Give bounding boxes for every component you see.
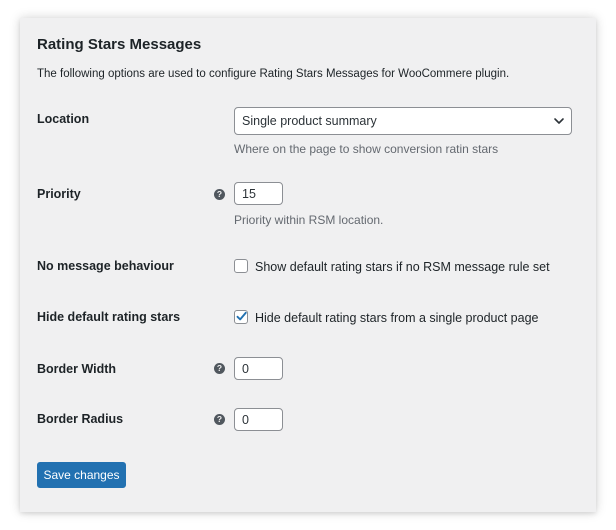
location-hint: Where on the page to show conversion rat… [234,142,499,156]
location-select[interactable]: Single product summary [234,107,572,135]
save-changes-button[interactable]: Save changes [37,462,126,488]
checkmark-icon [236,311,247,321]
chevron-down-icon [554,118,564,124]
priority-hint: Priority within RSM location. [234,213,384,227]
border-width-label: Border Width [37,362,117,376]
hide-default-checkbox-label[interactable]: Hide default rating stars from a single … [255,311,539,325]
priority-label: Priority [37,187,81,201]
settings-panel: Rating Stars Messages The following opti… [20,18,596,512]
priority-input[interactable] [234,182,283,205]
no-message-checkbox[interactable] [234,259,248,273]
location-label: Location [37,112,90,126]
question-circle-icon[interactable]: ? [214,363,225,374]
no-message-label: No message behaviour [37,259,174,273]
question-circle-icon[interactable]: ? [214,414,225,425]
hide-default-checkbox[interactable] [234,310,248,324]
location-select-value: Single product summary [242,114,377,128]
border-width-input[interactable] [234,357,283,380]
border-radius-label: Border Radius [37,412,124,426]
section-title: Rating Stars Messages [37,36,202,53]
hide-default-label: Hide default rating stars [37,310,181,324]
no-message-checkbox-label[interactable]: Show default rating stars if no RSM mess… [255,260,550,274]
border-radius-input[interactable] [234,408,283,431]
question-circle-icon[interactable]: ? [214,189,225,200]
section-description: The following options are used to config… [37,68,510,80]
